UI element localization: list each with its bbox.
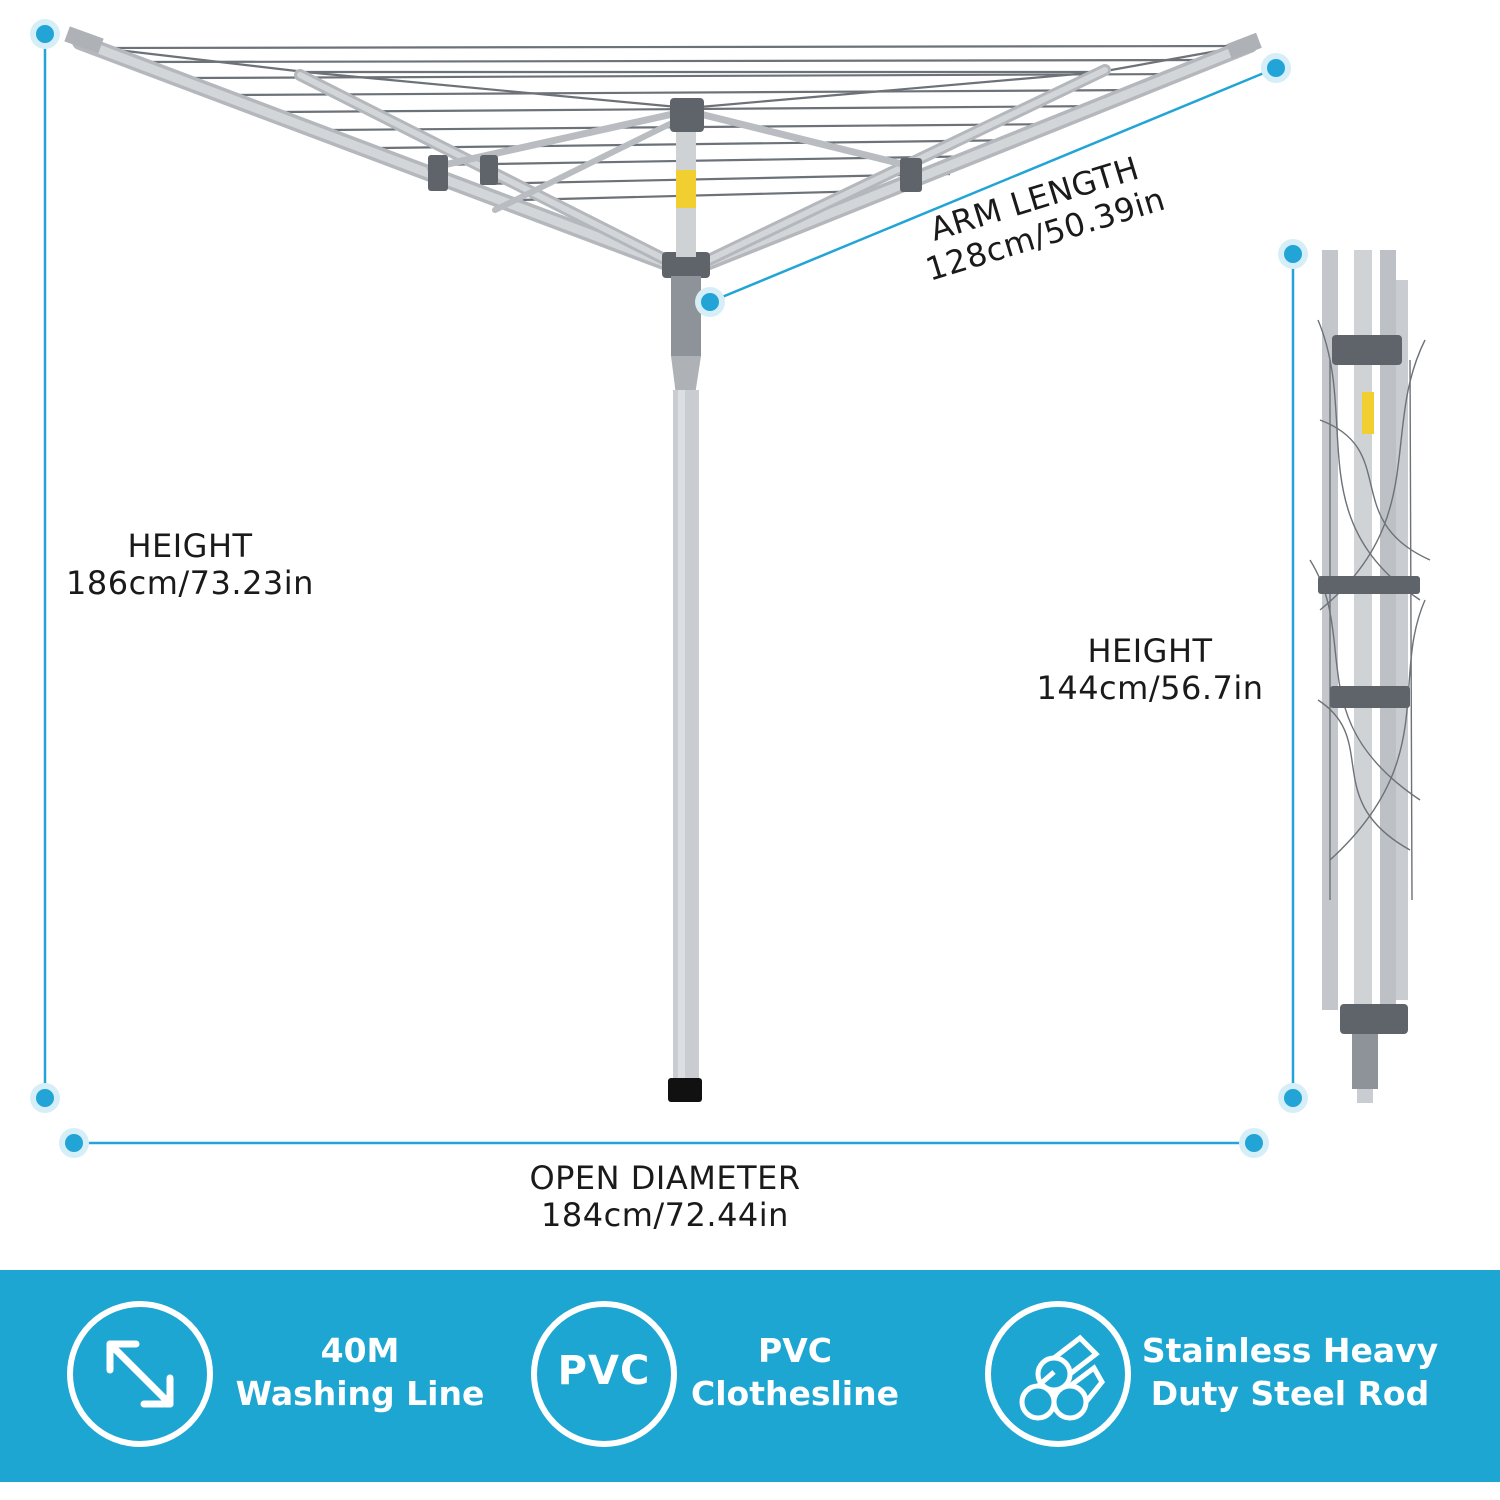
feature-washing-line: 40M Washing Line: [230, 1330, 490, 1416]
features-banner: 40M Washing Line PVC PVC Clothesline Sta…: [0, 1270, 1500, 1482]
open-diameter-value: 184cm/72.44in: [541, 1195, 789, 1234]
feature-1-line1: 40M: [320, 1331, 400, 1370]
height-open-label: HEIGHT 186cm/73.23in: [40, 528, 340, 602]
height-folded-label: HEIGHT 144cm/56.7in: [1010, 633, 1290, 707]
folded-rotary-dryer: [1309, 250, 1431, 1103]
feature-3-line2: Duty Steel Rod: [1150, 1373, 1430, 1413]
diagonal-arrow-icon: [67, 1301, 213, 1447]
pvc-icon-text: PVC: [557, 1348, 651, 1394]
open-rotary-dryer: [64, 26, 1262, 1102]
dimension-endpoints: [30, 19, 1308, 1158]
feature-3-line1: Stainless Heavy: [1141, 1331, 1439, 1370]
height-folded-value: 144cm/56.7in: [1036, 668, 1264, 707]
feature-steel-rod: Stainless Heavy Duty Steel Rod: [1140, 1330, 1440, 1416]
banner-background: [0, 1270, 1500, 1482]
height-folded-title: HEIGHT: [1087, 632, 1213, 670]
pvc-icon: PVC: [528, 1298, 680, 1450]
dimension-guides: [43, 34, 1295, 1145]
pvc-icon-ring: [531, 1301, 677, 1447]
product-illustration: [30, 19, 1431, 1158]
feature-2-line1: PVC: [758, 1331, 832, 1370]
height-open-value: 186cm/73.23in: [66, 563, 314, 602]
open-diameter-label: OPEN DIAMETER 184cm/72.44in: [450, 1160, 880, 1234]
steel-rods-icon: [985, 1301, 1131, 1447]
feature-1-line2: Washing Line: [235, 1373, 485, 1413]
feature-pvc-clothesline: PVC Clothesline: [690, 1330, 900, 1416]
feature-2-line2: Clothesline: [691, 1373, 899, 1413]
height-open-title: HEIGHT: [127, 527, 253, 565]
open-diameter-title: OPEN DIAMETER: [529, 1159, 801, 1197]
